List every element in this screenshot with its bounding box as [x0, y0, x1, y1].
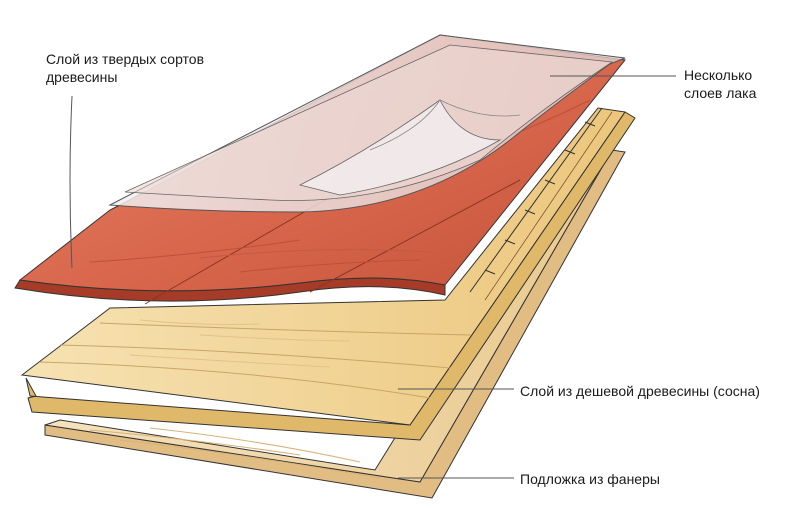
label-hardwood-layer: Слой из твердых сортов древесины [46, 50, 204, 86]
label-pine-layer: Слой из дешевой древесины (сосна) [520, 383, 760, 399]
label-lacquer-line2: слоев лака [684, 85, 757, 101]
label-lacquer-line1: Несколько [684, 67, 753, 83]
label-plywood-layer: Подложка из фанеры [520, 471, 660, 487]
label-hardwood-line2: древесины [46, 69, 118, 85]
pine-layer [20, 107, 636, 441]
label-lacquer-layers: Несколько слоев лака [684, 66, 756, 102]
leader-hardwood [69, 95, 73, 269]
lacquer-layers [108, 34, 626, 213]
leader-lines [69, 75, 676, 479]
label-hardwood-line1: Слой из твердых сортов [46, 51, 205, 67]
